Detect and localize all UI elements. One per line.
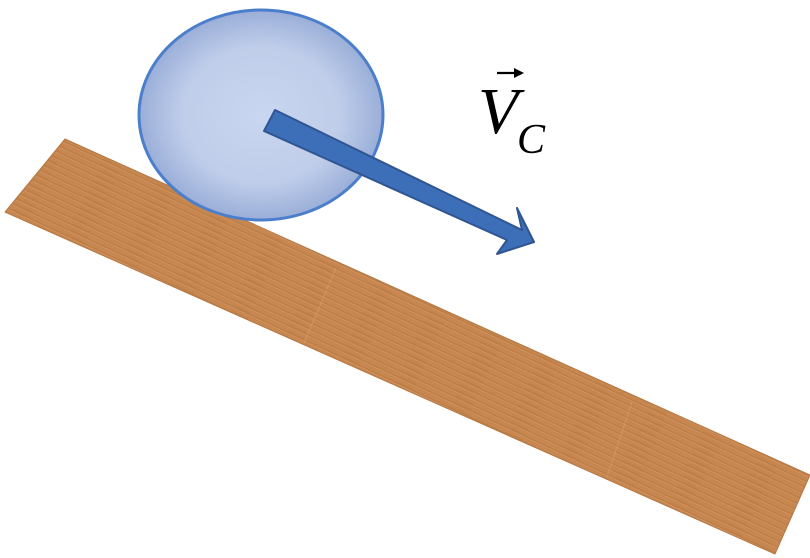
velocity-symbol: V [478,75,525,148]
velocity-label: V C [478,68,546,163]
velocity-arrow [263,109,535,255]
inclined-plank [4,138,810,555]
velocity-subscript: C [517,117,546,163]
rolling-disk [137,8,385,222]
vector-arrow-icon [497,68,524,78]
